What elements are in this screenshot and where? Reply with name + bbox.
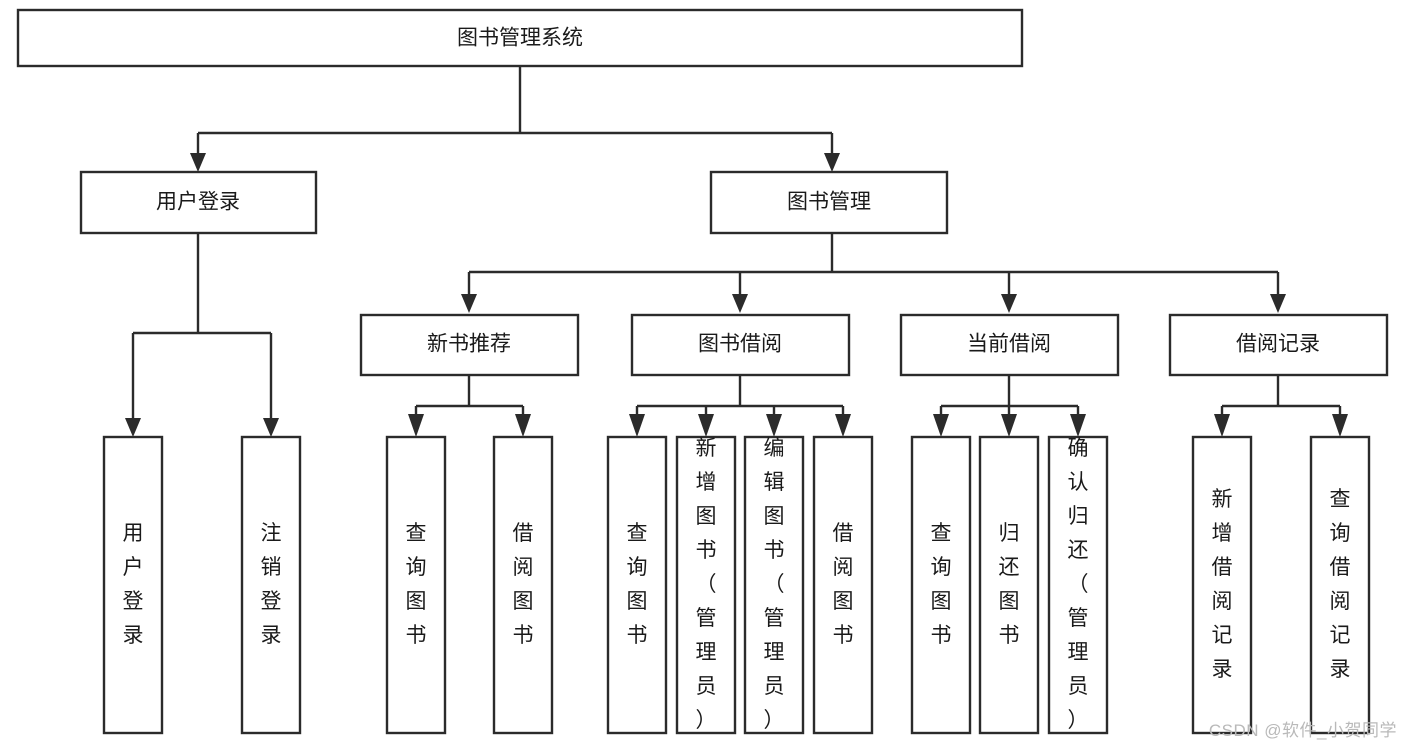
arrow-head-borrow-record <box>1270 294 1286 313</box>
connector-group-book-mgmt <box>461 233 1286 313</box>
arrow-head-book-borrow <box>732 294 748 313</box>
arrow-head-borrow-record-leaf-2 <box>1332 414 1348 437</box>
node-leaf-user-login-1-label: 用户登录 <box>123 522 144 647</box>
node-leaf-current-borrow-1-box[interactable] <box>910 435 972 735</box>
node-leaf-book-borrow-1[interactable]: 查询图书 <box>606 435 668 735</box>
node-borrow-record[interactable]: 借阅记录 <box>1168 313 1389 377</box>
arrow-head-user-login-leaf-2 <box>263 418 279 437</box>
connector-group-borrow-record <box>1214 375 1348 437</box>
node-leaf-new-book-2-box[interactable] <box>492 435 554 735</box>
node-book-management[interactable]: 图书管理 <box>709 170 949 235</box>
node-leaf-borrow-record-2-label: 查询借阅记录 <box>1330 488 1351 681</box>
arrow-head-current-borrow <box>1001 294 1017 313</box>
csdn-watermark: CSDN @软件_小贺同学 <box>1208 721 1397 740</box>
arrow-head-book-borrow-leaf-4 <box>835 414 851 437</box>
node-new-book-recommend-box[interactable] <box>359 313 580 377</box>
node-leaf-current-borrow-2[interactable]: 归还图书 <box>978 435 1040 735</box>
node-leaf-user-login-2[interactable]: 注销登录 <box>240 435 302 735</box>
node-leaf-book-borrow-4-box[interactable] <box>812 435 874 735</box>
connector-group-root <box>190 66 840 172</box>
arrow-head-user-login <box>190 153 206 172</box>
node-leaf-user-login-1-box[interactable] <box>102 435 164 735</box>
node-leaf-book-borrow-1-box[interactable] <box>606 435 668 735</box>
node-leaf-current-borrow-1-label: 查询图书 <box>931 522 952 647</box>
arrow-head-book-mgmt <box>824 153 840 172</box>
node-leaf-current-borrow-3[interactable]: 确认归还（管理员） <box>1047 435 1109 735</box>
node-root-system-box[interactable] <box>16 8 1024 68</box>
arrow-head-current-borrow-leaf-3 <box>1070 414 1086 437</box>
arrow-head-new-book-recommend <box>461 294 477 313</box>
arrow-head-book-borrow-leaf-2 <box>698 414 714 437</box>
node-leaf-book-borrow-2-label: 新增图书（管理员） <box>696 437 717 732</box>
node-leaf-book-borrow-3-label: 编辑图书（管理员） <box>764 437 785 732</box>
node-new-book-recommend-label: 新书推荐 <box>427 333 511 356</box>
connector-group-current-borrow <box>933 375 1086 437</box>
node-leaf-current-borrow-3-label: 确认归还（管理员） <box>1068 437 1089 732</box>
node-leaf-book-borrow-3[interactable]: 编辑图书（管理员） <box>743 435 805 735</box>
node-borrow-record-label: 借阅记录 <box>1236 333 1320 356</box>
node-leaf-book-borrow-2-box[interactable] <box>675 435 737 735</box>
connector-group-user-login <box>125 233 279 437</box>
node-leaf-borrow-record-2[interactable]: 查询借阅记录 <box>1309 435 1371 735</box>
node-book-management-box[interactable] <box>709 170 949 235</box>
arrow-head-borrow-record-leaf-1 <box>1214 414 1230 437</box>
connector-group-book-borrow <box>629 375 851 437</box>
node-book-borrow-box[interactable] <box>630 313 851 377</box>
node-book-borrow-label: 图书借阅 <box>698 333 782 356</box>
node-leaf-user-login-1[interactable]: 用户登录 <box>102 435 164 735</box>
node-leaf-new-book-1[interactable]: 查询图书 <box>385 435 447 735</box>
node-leaf-current-borrow-1[interactable]: 查询图书 <box>910 435 972 735</box>
node-leaf-user-login-2-box[interactable] <box>240 435 302 735</box>
node-leaf-new-book-2-label: 借阅图书 <box>513 522 534 647</box>
arrow-head-current-borrow-leaf-2 <box>1001 414 1017 437</box>
node-user-login-box[interactable] <box>79 170 318 235</box>
arrow-head-current-borrow-leaf-1 <box>933 414 949 437</box>
node-leaf-borrow-record-1-box[interactable] <box>1191 435 1253 735</box>
arrow-head-new-book-leaf-2 <box>515 414 531 437</box>
node-leaf-current-borrow-2-label: 归还图书 <box>999 522 1020 647</box>
node-leaf-new-book-1-label: 查询图书 <box>406 522 427 647</box>
node-current-borrow-label: 当前借阅 <box>967 333 1051 356</box>
node-current-borrow[interactable]: 当前借阅 <box>899 313 1120 377</box>
node-leaf-new-book-2[interactable]: 借阅图书 <box>492 435 554 735</box>
arrow-head-new-book-leaf-1 <box>408 414 424 437</box>
node-borrow-record-box[interactable] <box>1168 313 1389 377</box>
node-user-login[interactable]: 用户登录 <box>79 170 318 235</box>
connector-group-new-book-recommend <box>408 375 531 437</box>
node-leaf-book-borrow-4[interactable]: 借阅图书 <box>812 435 874 735</box>
node-leaf-current-borrow-2-box[interactable] <box>978 435 1040 735</box>
node-leaf-book-borrow-4-label: 借阅图书 <box>833 522 854 647</box>
node-leaf-user-login-2-label: 注销登录 <box>261 522 282 647</box>
arrow-head-user-login-leaf-1 <box>125 418 141 437</box>
node-leaf-borrow-record-2-box[interactable] <box>1309 435 1371 735</box>
node-user-login-label: 用户登录 <box>156 191 240 214</box>
node-current-borrow-box[interactable] <box>899 313 1120 377</box>
node-root-system-label: 图书管理系统 <box>457 27 583 50</box>
node-leaf-book-borrow-1-label: 查询图书 <box>627 522 648 647</box>
node-root-system[interactable]: 图书管理系统 <box>16 8 1024 68</box>
node-leaf-borrow-record-1-label: 新增借阅记录 <box>1212 488 1233 681</box>
arrow-head-book-borrow-leaf-1 <box>629 414 645 437</box>
node-leaf-book-borrow-2[interactable]: 新增图书（管理员） <box>675 435 737 735</box>
node-leaf-new-book-1-box[interactable] <box>385 435 447 735</box>
node-new-book-recommend[interactable]: 新书推荐 <box>359 313 580 377</box>
node-book-borrow[interactable]: 图书借阅 <box>630 313 851 377</box>
arrow-head-book-borrow-leaf-3 <box>766 414 782 437</box>
node-leaf-book-borrow-3-box[interactable] <box>743 435 805 735</box>
node-book-management-label: 图书管理 <box>787 191 871 214</box>
node-leaf-current-borrow-3-box[interactable] <box>1047 435 1109 735</box>
node-leaf-borrow-record-1[interactable]: 新增借阅记录 <box>1191 435 1253 735</box>
